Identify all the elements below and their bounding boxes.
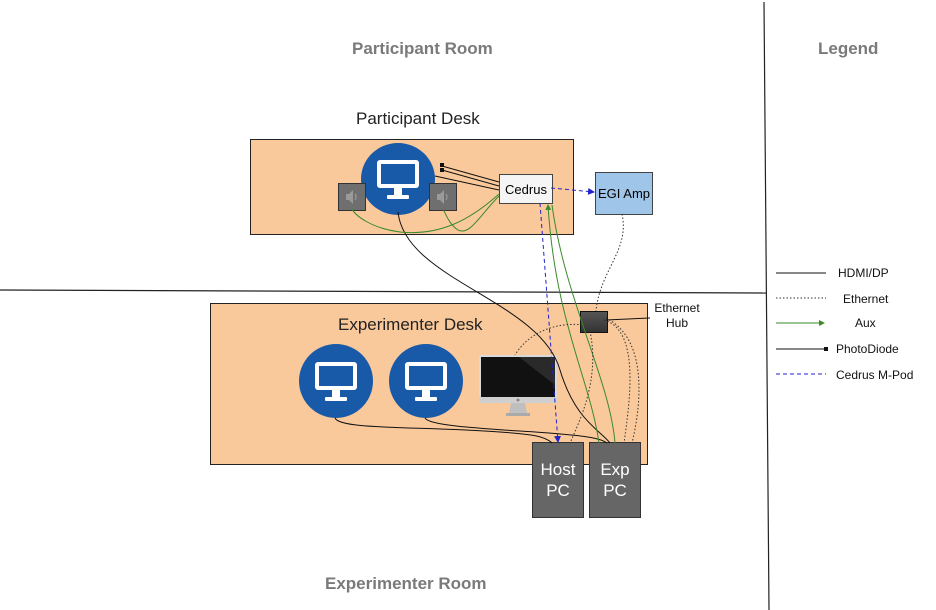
- participant-desk-title: Participant Desk: [356, 109, 480, 128]
- legend-label-photodiode: PhotoDiode: [836, 342, 899, 356]
- experimenter-monitor-2-icon: [389, 344, 463, 418]
- legend-label-hdmi: HDMI/DP: [838, 266, 889, 280]
- legend-label-aux: Aux: [855, 316, 876, 330]
- cedrus-box: Cedrus: [499, 174, 553, 204]
- host-pc-box: Host PC: [532, 442, 584, 518]
- hub-icon: [580, 311, 608, 333]
- imac-icon: [479, 355, 557, 417]
- legend-label-mpod: Cedrus M-Pod: [836, 368, 914, 382]
- legend-title: Legend: [818, 39, 879, 58]
- experimenter-monitor-1-icon: [299, 344, 373, 418]
- room-divider-vertical: [763, 1, 770, 610]
- right-speaker-icon: [429, 183, 457, 211]
- experimenter-desk-title: Experimenter Desk: [338, 315, 483, 334]
- ethernet-hub-label: Ethernet Hub: [654, 301, 700, 330]
- room-divider-horizontal: [0, 289, 767, 294]
- egi-amp-box: EGI Amp: [595, 172, 653, 215]
- participant-monitor-icon: [361, 143, 435, 215]
- experimenter-room-title: Experimenter Room: [325, 574, 487, 593]
- exp-pc-box: Exp PC: [589, 442, 641, 518]
- participant-room-title: Participant Room: [352, 39, 493, 58]
- left-speaker-icon: [338, 183, 366, 211]
- legend-label-ethernet: Ethernet: [843, 292, 889, 306]
